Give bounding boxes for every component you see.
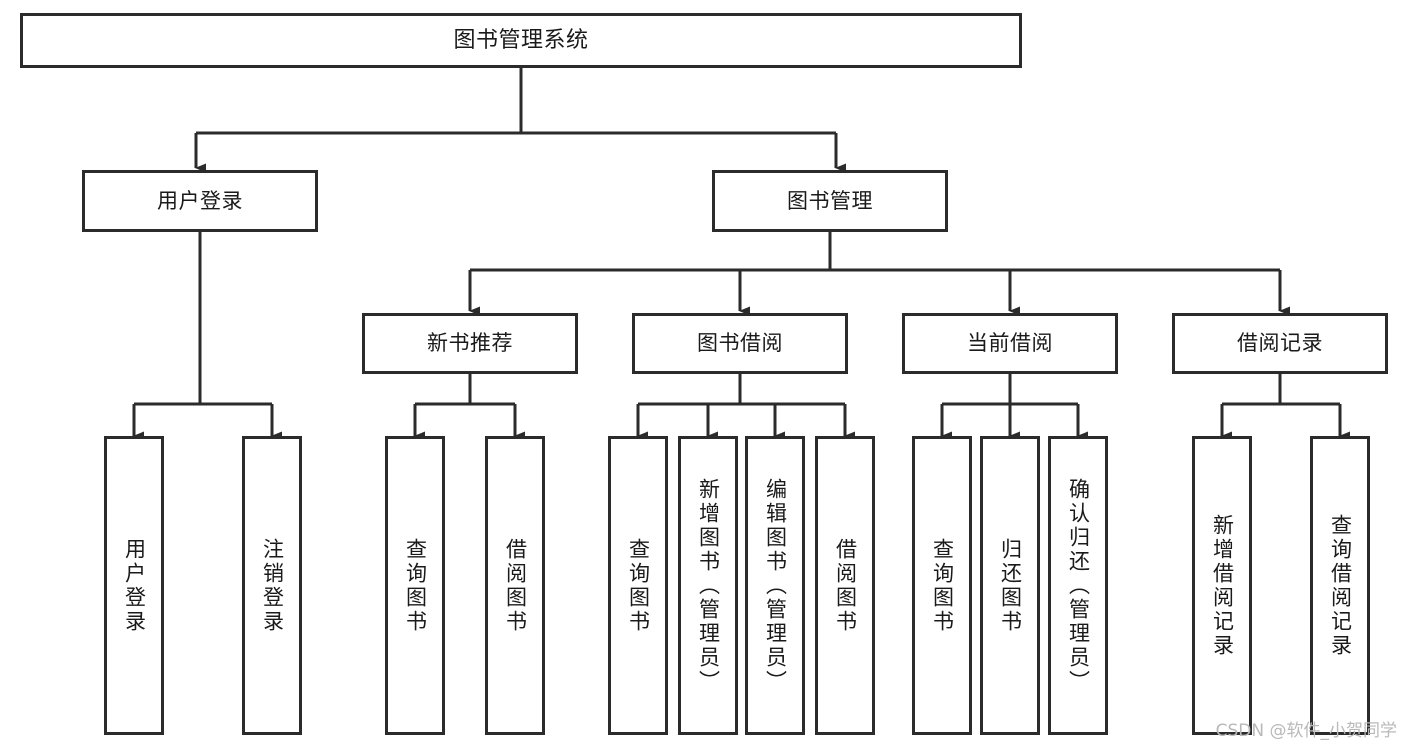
node-user-login[interactable]: 用户登录 [82, 170, 318, 232]
leaf-current-borrow-confirm-return[interactable]: 确认归还（管理员） [1048, 436, 1108, 735]
node-label: 查询借阅记录 [1328, 513, 1353, 658]
node-label: 新增图书（管理员） [696, 477, 721, 694]
leaf-current-borrow-return[interactable]: 归还图书 [980, 436, 1040, 735]
node-current-borrow[interactable]: 当前借阅 [902, 313, 1118, 374]
node-label: 确认归还（管理员） [1066, 477, 1091, 694]
node-label: 查询图书 [930, 537, 955, 634]
node-book-management[interactable]: 图书管理 [712, 170, 948, 232]
leaf-borrow-record-add[interactable]: 新增借阅记录 [1192, 436, 1252, 735]
leaf-user-login-logout[interactable]: 注销登录 [242, 436, 302, 735]
leaf-book-borrow-borrow[interactable]: 借阅图书 [815, 436, 875, 735]
leaf-user-login-login[interactable]: 用户登录 [104, 436, 164, 735]
leaf-new-book-borrow[interactable]: 借阅图书 [485, 436, 545, 735]
node-label: 新书推荐 [427, 331, 513, 356]
node-label: 借阅图书 [833, 537, 858, 634]
node-book-borrow[interactable]: 图书借阅 [632, 313, 848, 374]
node-label: 借阅记录 [1237, 331, 1323, 356]
leaf-book-borrow-edit[interactable]: 编辑图书（管理员） [745, 436, 805, 735]
node-borrow-record[interactable]: 借阅记录 [1172, 313, 1388, 374]
node-label: 注销登录 [260, 537, 285, 634]
leaf-current-borrow-query[interactable]: 查询图书 [912, 436, 972, 735]
node-label: 查询图书 [626, 537, 651, 634]
node-new-book-recommend[interactable]: 新书推荐 [362, 313, 578, 374]
node-label: 借阅图书 [503, 537, 528, 634]
node-root-system[interactable]: 图书管理系统 [20, 13, 1022, 68]
node-label: 图书管理 [787, 188, 873, 213]
leaf-new-book-query[interactable]: 查询图书 [385, 436, 445, 735]
node-label: 编辑图书（管理员） [763, 477, 788, 694]
node-label: 归还图书 [998, 537, 1023, 634]
node-label: 图书借阅 [697, 331, 783, 356]
leaf-book-borrow-add[interactable]: 新增图书（管理员） [678, 436, 738, 735]
node-label: 用户登录 [122, 537, 147, 634]
node-label: 查询图书 [403, 537, 428, 634]
watermark-text: CSDN @软件_小贺同学 [1215, 721, 1397, 741]
leaf-borrow-record-query[interactable]: 查询借阅记录 [1310, 436, 1370, 735]
leaf-book-borrow-query[interactable]: 查询图书 [608, 436, 668, 735]
node-label: 图书管理系统 [453, 27, 589, 53]
node-label: 当前借阅 [967, 331, 1053, 356]
node-label: 用户登录 [157, 188, 243, 213]
node-label: 新增借阅记录 [1210, 513, 1235, 658]
